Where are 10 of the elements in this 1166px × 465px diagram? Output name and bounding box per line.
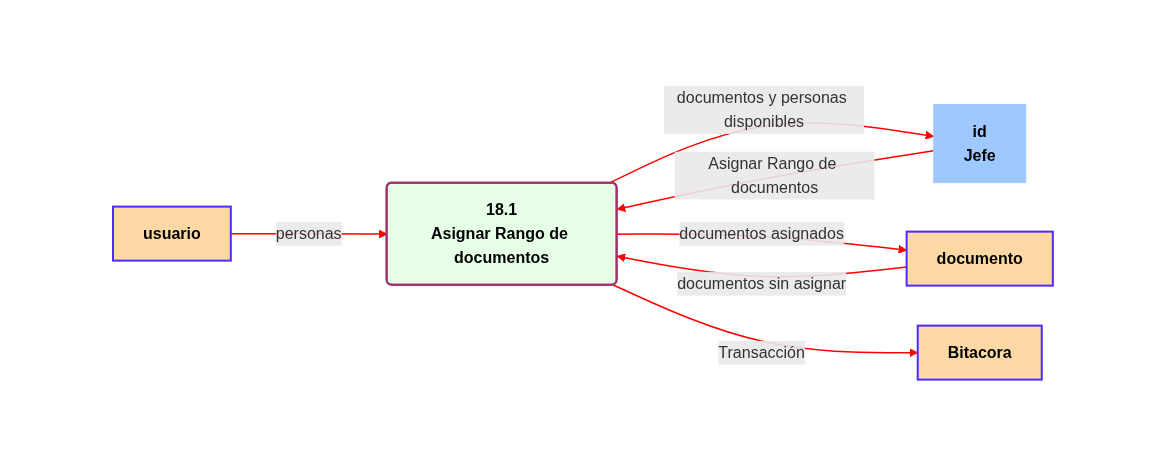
node-box: documento: [905, 230, 1054, 287]
edge-label: documentos asignados: [679, 224, 844, 242]
edge-label: Asignar Rango de documentos: [708, 154, 837, 196]
node-box: Bitacora: [916, 324, 1043, 381]
edge-label: documentos y personas disponibles: [676, 88, 847, 130]
edge-label: documentos sin asignar: [677, 274, 847, 292]
node-box: id Jefe: [933, 103, 1027, 183]
node-box: usuario: [112, 205, 232, 262]
edge-label: Transacción: [718, 343, 805, 361]
edge-label: personas: [275, 224, 342, 242]
